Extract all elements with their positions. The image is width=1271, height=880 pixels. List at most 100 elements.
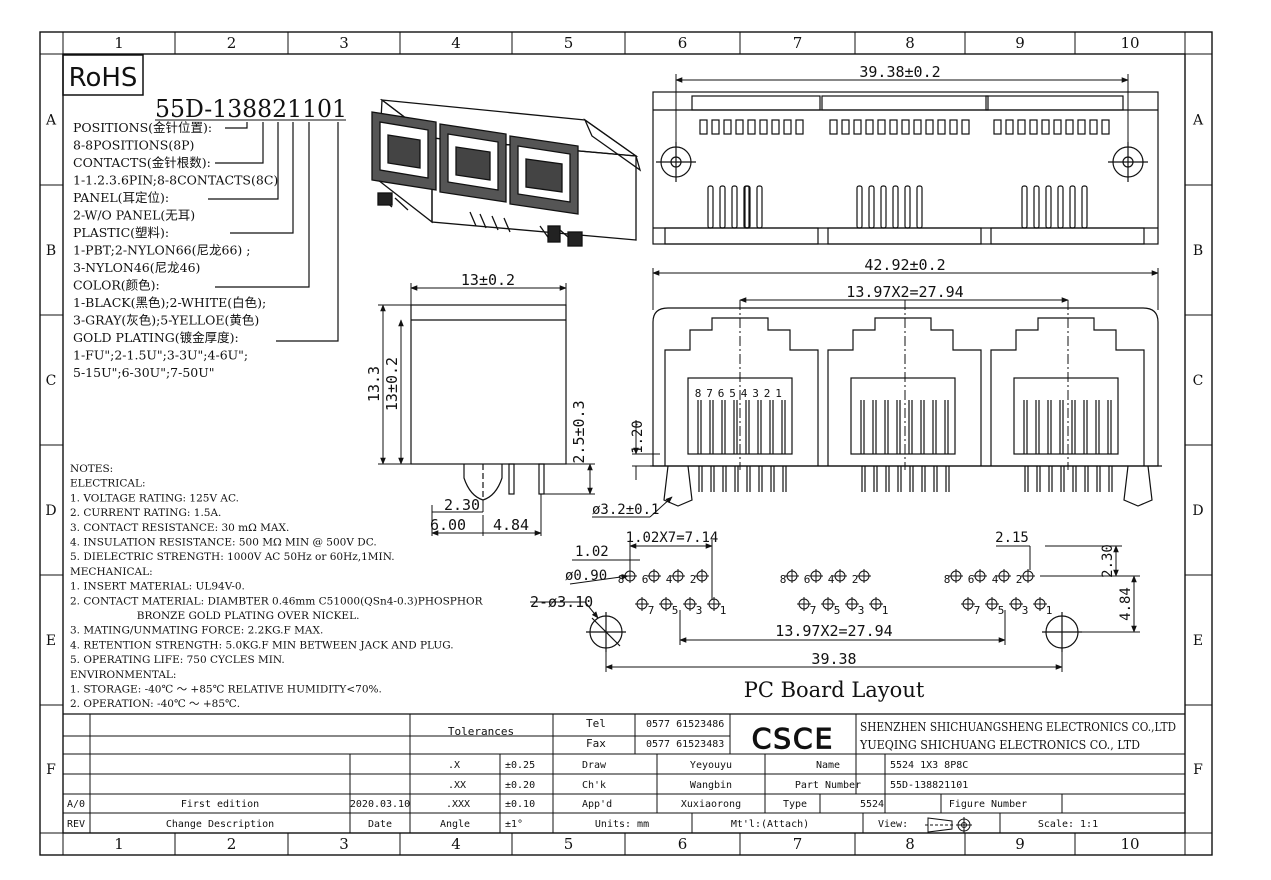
note-line: 3. CONTACT RESISTANCE: 30 mΩ MAX. (70, 522, 289, 534)
pcb-hole-number: 3 (858, 604, 865, 617)
projection-symbol-icon (925, 817, 972, 833)
front-pin-number: 4 (741, 387, 748, 400)
angle-value: ±1° (505, 819, 523, 830)
pcb-hole-number: 5 (672, 604, 679, 617)
front-view (650, 307, 1162, 507)
pcb-hole-number: 3 (1022, 604, 1029, 617)
units-label: Units: mm (595, 819, 649, 830)
note-line: 4. INSULATION RESISTANCE: 500 MΩ MIN @ 5… (70, 537, 377, 549)
legend-line: 3-NYLON46(尼龙46) (73, 260, 200, 275)
legend-line: 2-W/O PANEL(无耳) (73, 208, 195, 223)
pcb-hole-number: 1 (1046, 604, 1053, 617)
rev-a-desc: First edition (181, 799, 259, 810)
front-pin-number: 7 (706, 387, 713, 400)
dim-top-width (675, 74, 1129, 150)
pcb-dims (530, 540, 1140, 672)
column-label: 7 (793, 34, 803, 52)
type-value: 5524 (860, 799, 884, 810)
row-label: B (1193, 243, 1203, 259)
change-description-label: Change Description (166, 819, 274, 830)
isometric-view (371, 98, 642, 247)
pcb-hole-number: 6 (968, 573, 975, 586)
tel-label: Tel (586, 717, 606, 730)
column-label: 7 (793, 835, 803, 853)
pcb-hole-number: 1 (882, 604, 889, 617)
column-label: 10 (1120, 34, 1139, 52)
column-label: 5 (564, 835, 574, 853)
name-label: Name (816, 760, 840, 771)
dim-side-width-label: 13±0.2 (461, 271, 515, 289)
row-label: C (1193, 373, 1204, 389)
legend-line: 1-1.2.3.6PIN;8-8CONTACTS(8C) (73, 173, 278, 188)
dim-side-pin-offset-label: 2.30 (444, 496, 480, 514)
material-label: Mt'l:(Attach) (731, 819, 809, 830)
column-label: 3 (339, 34, 349, 52)
part-code: 55D-138821101 (155, 95, 347, 123)
row-label: A (1192, 113, 1204, 129)
legend-leaders (208, 122, 339, 342)
row-label: E (1193, 633, 1203, 649)
legend-line: 1-FU";2-1.5U";3-3U";4-6U"; (73, 348, 248, 363)
column-label: 3 (339, 835, 349, 853)
note-line: 1. INSERT MATERIAL: UL94V-0. (70, 581, 245, 593)
legend-line: PLASTIC(塑料): (73, 225, 169, 240)
pcb-hole-number: 3 (696, 604, 703, 617)
pcb-hole-label: ø0.90 (565, 568, 607, 584)
tol-xx-label: .XX (448, 780, 466, 791)
row-label: E (46, 633, 56, 649)
pcb-hole-number: 5 (998, 604, 1005, 617)
note-line: MECHANICAL: (70, 566, 153, 578)
row-label: B (46, 243, 56, 259)
column-label: 4 (451, 34, 461, 52)
dim-side-bottom-a-label: 6.00 (430, 516, 466, 534)
fax-value: 0577 61523483 (646, 739, 724, 750)
column-label: 1 (114, 34, 124, 52)
note-line: ENVIRONMENTAL: (70, 669, 176, 681)
pcb-hole-number: 8 (618, 573, 625, 586)
pcb-215-label: 2.15 (995, 530, 1029, 546)
column-label: 9 (1015, 34, 1025, 52)
note-line: 1. STORAGE: -40℃ ～ +85℃ RELATIVE HUMIDIT… (70, 684, 382, 696)
front-pin-number: 8 (695, 387, 702, 400)
scale-label: Scale: 1:1 (1038, 819, 1098, 830)
fax-label: Fax (586, 737, 606, 750)
name-value: 5524 1X3 8P8C (890, 760, 968, 771)
dim-side-pin-label: 2.5±0.3 (570, 400, 588, 463)
note-line: 2. OPERATION: -40℃ ～ +85℃. (70, 698, 240, 710)
rohs-badge-frame (62, 54, 144, 96)
row-label: D (1192, 503, 1203, 519)
pcb-102-label: 1.02 (575, 544, 609, 560)
draw-label: Draw (582, 760, 607, 771)
dim-front-standoff (632, 420, 660, 480)
legend-line: POSITIONS(金针位置): (73, 120, 212, 135)
pcb-hole-number: 5 (834, 604, 841, 617)
figure-number-label: Figure Number (949, 799, 1027, 810)
date-label: Date (368, 819, 392, 830)
pcb-peg-label: 2-ø3.10 (530, 593, 593, 611)
pcb-hole-number: 7 (810, 604, 817, 617)
note-line: ELECTRICAL: (70, 478, 146, 490)
row-label: C (46, 373, 57, 389)
dim-front-width-label: 42.92±0.2 (864, 256, 945, 274)
pcb-hole-number: 2 (852, 573, 859, 586)
column-label: 6 (678, 34, 688, 52)
part-number-label: Part Number (795, 780, 861, 791)
column-dividers (174, 32, 1076, 855)
tol-x-value: ±0.25 (505, 760, 535, 771)
pcb-hole-number: 6 (642, 573, 649, 586)
tol-xx-value: ±0.20 (505, 780, 535, 791)
front-pin-number: 2 (764, 387, 771, 400)
view-label: View: (878, 819, 908, 830)
note-line: NOTES: (70, 463, 113, 475)
company-name-2: YUEQING SHICHUANG ELECTRONICS CO., LTD (859, 737, 1140, 752)
column-label: 9 (1015, 835, 1025, 853)
pcb-hole-number: 8 (780, 573, 787, 586)
legend-line: 1-BLACK(黑色);2-WHITE(白色); (73, 295, 266, 310)
part-number-value: 55D-138821101 (890, 780, 968, 791)
legend-line: COLOR(颜色): (73, 278, 160, 293)
note-line: 1. VOLTAGE RATING: 125V AC. (70, 492, 239, 504)
